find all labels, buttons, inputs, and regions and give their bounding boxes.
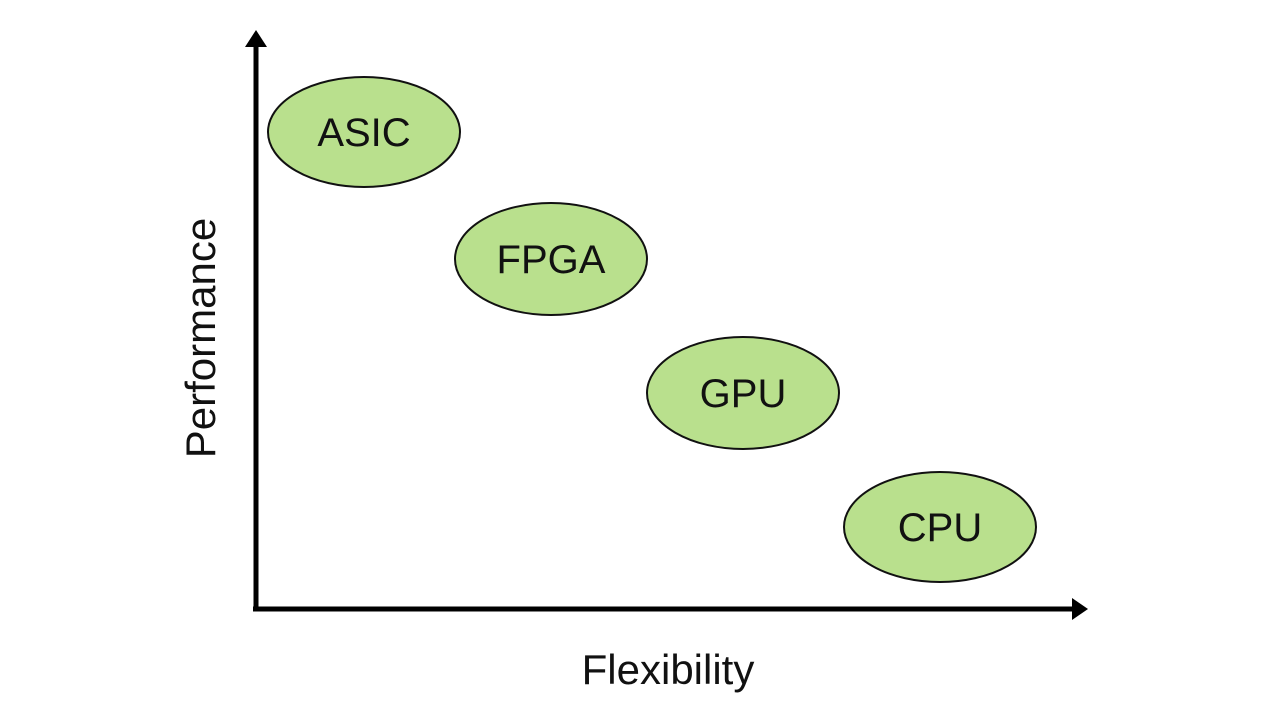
node-fpga-label: FPGA	[497, 238, 606, 282]
y-axis-arrowhead-icon	[245, 30, 267, 47]
node-gpu-label: GPU	[700, 372, 787, 416]
y-axis-label: Performance	[177, 218, 224, 458]
node-gpu-ellipse	[646, 336, 840, 450]
node-fpga-ellipse	[454, 202, 648, 316]
node-fpga: FPGA	[454, 202, 648, 316]
y-axis	[245, 30, 267, 610]
node-cpu-ellipse	[843, 471, 1037, 583]
node-asic-ellipse	[267, 76, 461, 188]
node-gpu: GPU	[646, 336, 840, 450]
x-axis	[253, 598, 1088, 620]
node-cpu: CPU	[843, 471, 1037, 583]
node-asic-label: ASIC	[317, 111, 410, 155]
node-asic: ASIC	[267, 76, 461, 188]
node-cpu-label: CPU	[898, 506, 982, 550]
x-axis-arrowhead-icon	[1072, 598, 1088, 620]
nodes-group: ASIC FPGA GPU CPU	[267, 76, 1037, 583]
x-axis-label: Flexibility	[582, 646, 755, 693]
